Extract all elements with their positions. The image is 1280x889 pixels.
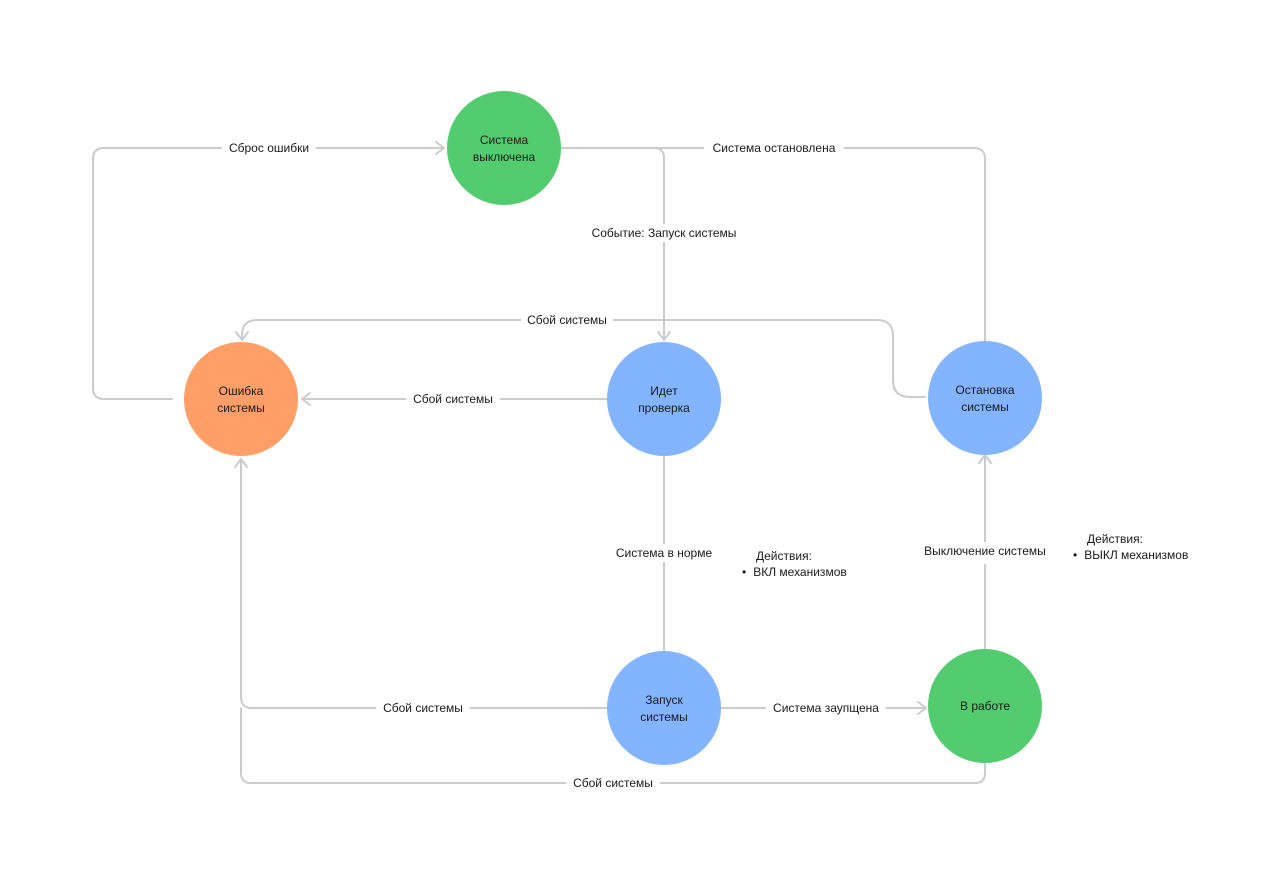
node-launch-circle	[607, 651, 721, 765]
edge-fail-stopping-line	[241, 319, 926, 398]
edge-reset-line	[92, 147, 445, 400]
node-launch-line1: Запуск	[645, 693, 683, 707]
note-stop-actions: Действия: ВЫКЛ механизмов	[1073, 531, 1188, 563]
node-check[interactable]: Идет проверка	[607, 342, 721, 456]
node-system-off-line2: выключена	[473, 150, 536, 164]
note-launch-actions-title: Действия:	[756, 549, 812, 563]
node-system-off-circle	[447, 91, 561, 205]
node-check-circle	[607, 342, 721, 456]
node-launch-line2: системы	[640, 710, 688, 724]
node-error-line1: Ошибка	[219, 384, 264, 398]
arrow-head	[435, 141, 445, 155]
node-working-circle	[928, 649, 1042, 763]
label-start-event: Событие: Запуск системы	[592, 226, 737, 240]
node-error-circle	[184, 342, 298, 456]
label-stopped: Система остановлена	[713, 141, 836, 155]
node-working-line1: В работе	[960, 699, 1010, 713]
node-check-line1: Идет	[650, 384, 678, 398]
note-stop-actions-title: Действия:	[1087, 532, 1143, 546]
arrow-head	[235, 331, 249, 341]
label-shutdown: Выключение системы	[924, 544, 1046, 558]
node-system-off[interactable]: Система выключена	[447, 91, 561, 205]
edge-fail-launch-line	[240, 458, 608, 709]
edge-start-event-line	[561, 147, 665, 341]
arrow-head	[657, 331, 671, 341]
node-error-line2: системы	[217, 401, 265, 415]
node-launch[interactable]: Запуск системы	[607, 651, 721, 765]
node-stopping[interactable]: Остановка системы	[928, 341, 1042, 455]
label-fail-working: Сбой системы	[573, 776, 653, 790]
arrow-head	[301, 392, 311, 406]
note-stop-actions-item: ВЫКЛ механизмов	[1073, 547, 1188, 563]
label-normal: Система в норме	[616, 546, 713, 560]
note-launch-actions: Действия: ВКЛ механизмов	[742, 548, 847, 580]
label-fail-launch: Сбой системы	[383, 701, 463, 715]
label-reset: Сброс ошибки	[229, 141, 309, 155]
node-working[interactable]: В работе	[928, 649, 1042, 763]
node-check-line2: проверка	[638, 401, 690, 415]
label-fail-stopping: Сбой системы	[527, 313, 607, 327]
node-stopping-line1: Остановка	[955, 383, 1015, 397]
edge-stopped-line	[561, 147, 986, 342]
arrow-head	[917, 701, 927, 715]
node-stopping-line2: системы	[961, 400, 1009, 414]
note-launch-actions-item: ВКЛ механизмов	[742, 564, 847, 580]
node-system-off-line1: Система	[480, 133, 529, 147]
label-fail-check: Сбой системы	[413, 392, 493, 406]
label-launched: Система заупщена	[773, 701, 879, 715]
arrow-head	[234, 458, 248, 468]
node-stopping-circle	[928, 341, 1042, 455]
node-error[interactable]: Ошибка системы	[184, 342, 298, 456]
